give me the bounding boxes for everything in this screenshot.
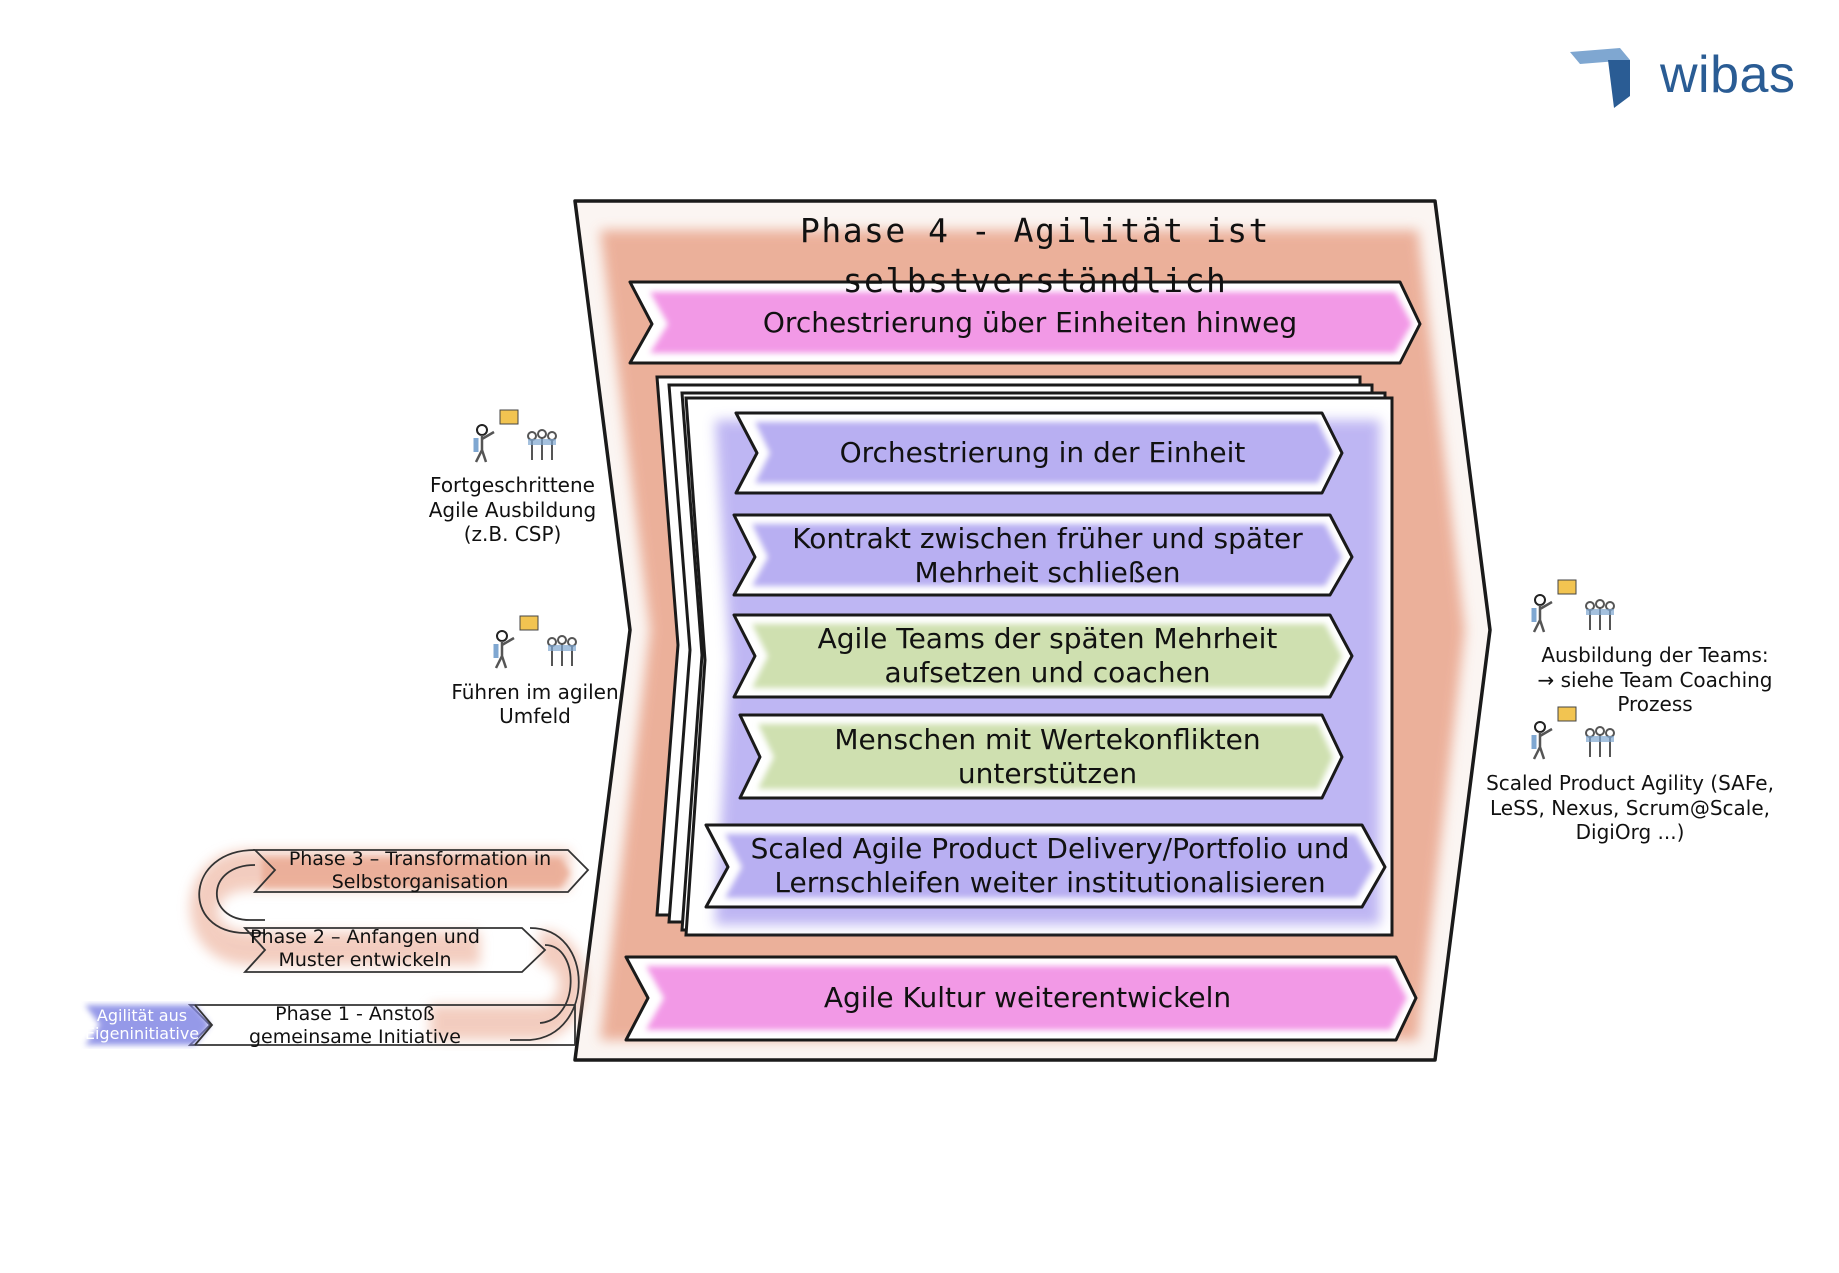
inner-arrow-4-line2: unterstützen: [957, 757, 1138, 790]
left-training-1-line1: Fortgeschrittene: [430, 473, 595, 498]
phase2-label: Phase 2 – Anfangen und Muster entwickeln: [240, 926, 490, 972]
trainer-group-icon: [473, 409, 557, 463]
right-training-2-line2: LeSS, Nexus, Scrum@Scale,: [1490, 795, 1770, 820]
left-training-2-line1: Führen im agilen: [451, 679, 619, 704]
start-tag-line1: Agilität aus: [96, 1005, 188, 1025]
start-tag-line2: Eigeninitiative: [84, 1024, 200, 1043]
left-training-1-line3: (z.B. CSP): [463, 522, 562, 547]
phase1-line1: Phase 1 - Anstoß: [275, 1002, 435, 1025]
phase4-title: Phase 4 - Agilität ist selbstverständlic…: [799, 211, 1271, 300]
phase3-label: Phase 3 – Transformation in Selbstorgani…: [270, 848, 570, 894]
inner-arrow-3-line1: Agile Teams der späten Mehrheit: [817, 621, 1278, 655]
left-training-1-line2: Agile Ausbildung: [428, 497, 597, 522]
inner-arrow-2-line1: Kontrakt zwischen früher und später: [792, 521, 1303, 555]
bottom-arrow-label: Agile Kultur weiterentwickeln: [823, 980, 1232, 1014]
right-training-2-line1: Scaled Product Agility (SAFe,: [1486, 771, 1774, 796]
top-arrow-label: Orchestrierung über Einheiten hinweg: [762, 305, 1298, 339]
inner-arrow-1-line1: Orchestrierung in der Einheit: [839, 435, 1246, 469]
inner-arrow-4-shape: [738, 713, 1344, 800]
right-training-2-line3: DigiOrg ...): [1575, 820, 1685, 845]
inner-arrow-2-label: Kontrakt zwischen früher und später Mehr…: [765, 518, 1330, 594]
phase1-label: Phase 1 - Anstoß gemeinsame Initiative: [230, 1003, 480, 1049]
logo-mark-icon: [1570, 48, 1630, 108]
team-training-icon: [1531, 579, 1615, 633]
bottom-arrow-shape: [624, 955, 1418, 1042]
inner-arrow-2-shape: [732, 513, 1354, 597]
right-training-1-line3: Prozess: [1617, 692, 1693, 717]
leader-group-icon: [493, 615, 577, 669]
top-arrow-shape: [628, 280, 1422, 365]
inner-arrow-3-shape: [732, 613, 1354, 699]
left-training-1: Fortgeschrittene Agile Ausbildung (z.B. …: [405, 470, 620, 550]
left-training-2-line2: Umfeld: [499, 704, 571, 728]
right-training-2: Scaled Product Agility (SAFe, LeSS, Nexu…: [1475, 768, 1785, 848]
inner-arrow-4-label: Menschen mit Wertekonflikten unterstütze…: [770, 719, 1325, 795]
phase-path: [85, 849, 590, 1046]
inner-arrow-1-shape: [734, 411, 1344, 495]
phase2-line2: Muster entwickeln: [278, 949, 452, 971]
phase2-line1: Phase 2 – Anfangen und: [250, 925, 480, 948]
scaled-agility-icon: [1531, 706, 1615, 760]
logo-wordmark: wibas: [1660, 46, 1796, 104]
inner-arrow-1-label: Orchestrierung in der Einheit: [770, 425, 1315, 481]
wibas-logo: wibas: [1570, 40, 1810, 110]
start-tag-label: Agilität aus Eigeninitiative: [82, 1004, 202, 1046]
inner-arrow-5-label: Scaled Agile Product Delivery/Portfolio …: [735, 828, 1365, 904]
right-training-1: Ausbildung der Teams: → siehe Team Coach…: [1525, 640, 1785, 720]
phase1-line2: gemeinsame Initiative: [248, 1026, 461, 1048]
right-training-1-line2: → siehe Team Coaching: [1537, 667, 1773, 692]
inner-arrow-2-line2: Mehrheit schließen: [914, 556, 1181, 589]
phase3-line2: Selbstorganisation: [331, 871, 509, 893]
inner-arrow-4-line1: Menschen mit Wertekonflikten: [834, 722, 1261, 756]
inner-arrow-3-line2: aufsetzen und coachen: [884, 656, 1211, 689]
inner-arrow-5-shape: [704, 823, 1387, 909]
right-training-1-line1: Ausbildung der Teams:: [1541, 643, 1769, 668]
inner-arrow-3-label: Agile Teams der späten Mehrheit aufsetze…: [765, 618, 1330, 694]
inner-arrow-5-line2: Lernschleifen weiter institutionalisiere…: [774, 866, 1326, 899]
phase3-line1: Phase 3 – Transformation in: [288, 847, 552, 870]
inner-arrow-5-line1: Scaled Agile Product Delivery/Portfolio …: [750, 831, 1350, 865]
left-training-2: Führen im agilen Umfeld: [440, 676, 630, 732]
